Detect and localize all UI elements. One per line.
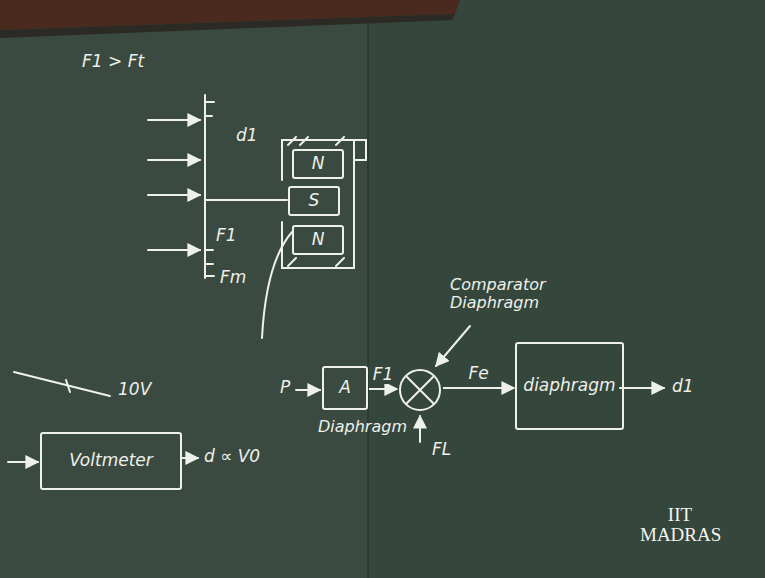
pointer-curve (262, 232, 292, 338)
feedback-signal: FL (432, 440, 451, 460)
signal-label: F1 (371, 364, 396, 384)
block-caption: Comparator Diaphragm (450, 276, 562, 313)
block-box: ADiaphragm (322, 366, 368, 410)
magnet-box: N (292, 225, 344, 255)
board-panel (0, 0, 368, 578)
plate-ticks (205, 102, 214, 276)
input-signal: P (280, 378, 290, 398)
magnet-housing (282, 140, 354, 268)
comparator-circle: Comparator Diaphragm (398, 368, 442, 412)
pressure-arrow (148, 249, 200, 251)
magnet-box: S (288, 186, 340, 216)
box-label: S (309, 191, 320, 211)
displacement-label: d1 (236, 126, 258, 146)
push-rod (205, 199, 287, 201)
needle-tick (66, 380, 70, 392)
block-box: diaphragm (515, 342, 624, 430)
pressure-arrow (148, 194, 200, 196)
housing-lug (354, 140, 366, 160)
signal-label: Fe (466, 363, 490, 383)
pressure-arrow (148, 159, 200, 161)
box-label: Voltmeter (69, 451, 153, 471)
force-relation: F1 > Ft (82, 52, 144, 72)
pressure-arrow (148, 119, 200, 121)
frame-shadow (0, 14, 455, 38)
meter-needle (14, 372, 110, 396)
input-arrow (8, 461, 38, 463)
voltage-label: 10V (118, 380, 151, 400)
output-arrow (182, 457, 198, 459)
feedback-arrow (419, 416, 421, 442)
leader-arrow (436, 326, 470, 366)
output-label: d ∝ V0 (204, 447, 260, 467)
watermark: IIT MADRAS (640, 505, 720, 545)
box-label: N (312, 154, 325, 174)
magnet-box: N (292, 149, 344, 179)
box-label: diaphragm (523, 376, 615, 396)
board-panel (368, 0, 765, 578)
comparator-symbol (398, 368, 442, 412)
signal-arrow (443, 387, 514, 389)
box-label: A (339, 378, 351, 398)
input-arrow (296, 389, 320, 391)
instrument-box: Voltmeter (40, 432, 182, 490)
signal-arrow (369, 388, 397, 390)
block-caption: Diaphragm (318, 418, 407, 436)
output-signal: d1 (672, 377, 694, 397)
panel-seam (367, 0, 369, 578)
force-label: F1 (216, 226, 237, 246)
box-label: N (312, 230, 325, 250)
force-label: Fm (220, 268, 246, 288)
hatching (288, 137, 344, 266)
output-arrow (620, 387, 664, 389)
